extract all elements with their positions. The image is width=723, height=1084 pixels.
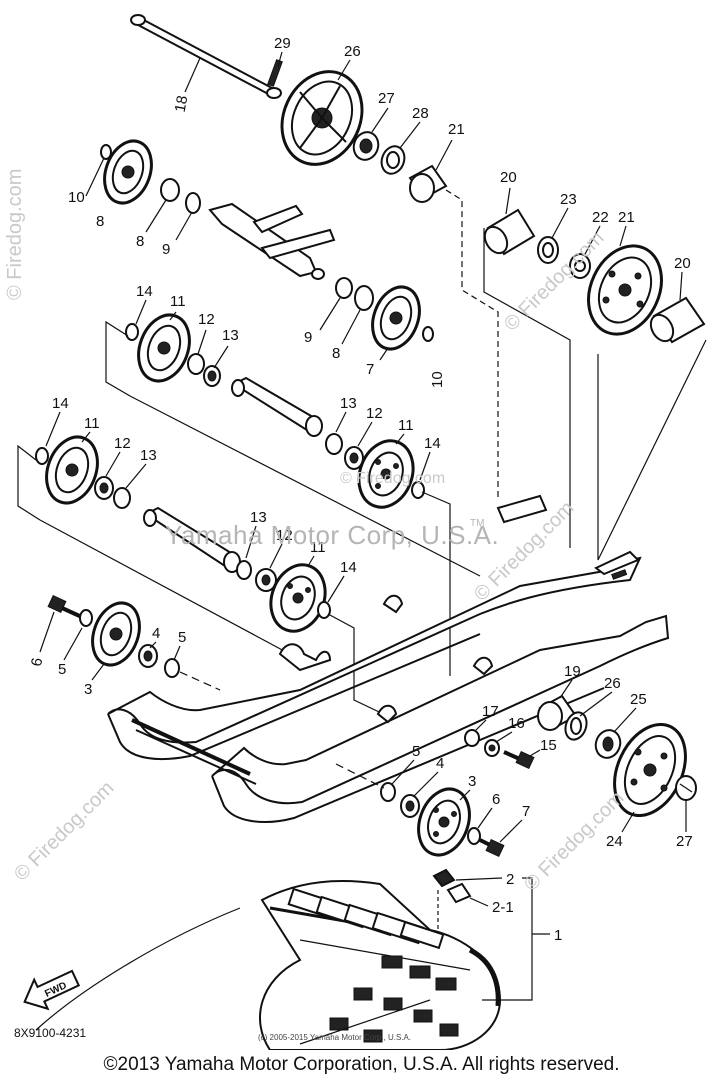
label-6-right: 6 bbox=[492, 791, 500, 808]
label-9-mid: 8 bbox=[332, 345, 340, 362]
label-3-left: 3 bbox=[84, 681, 92, 698]
label-24: 23 bbox=[560, 191, 577, 208]
label-20-top: 21 bbox=[448, 121, 465, 138]
label-12-d: 11 bbox=[310, 539, 326, 556]
copyright-notice: ©2013 Yamaha Motor Corporation, U.S.A. A… bbox=[103, 1054, 620, 1075]
label-27-low: 26 bbox=[604, 675, 621, 692]
watermark-brand-left: © Firedog.com bbox=[4, 168, 26, 300]
label-17: 16 bbox=[508, 715, 525, 732]
parts-diagram: 29 18 26 27 28 21 10 8 8 9 bbox=[17, 14, 707, 1050]
label-12-b: 11 bbox=[398, 417, 414, 434]
label-25-low: 24 bbox=[606, 833, 623, 850]
wheel-3-right bbox=[417, 787, 471, 857]
label-25-top: 26 bbox=[344, 43, 361, 60]
collar-20-top bbox=[408, 164, 448, 203]
shaft-low bbox=[143, 506, 241, 573]
label-27-top: 28 bbox=[412, 105, 429, 122]
label-26-low: 25 bbox=[630, 691, 647, 708]
watermark-trademark: TM bbox=[470, 518, 485, 529]
label-7-right: 7 bbox=[522, 803, 530, 820]
wheel-8-top bbox=[103, 139, 153, 205]
label-8-top: 8 bbox=[96, 213, 104, 230]
label-22: 21 bbox=[618, 209, 635, 226]
label-14-d: 13 bbox=[250, 509, 267, 526]
label-3-right: 3 bbox=[468, 773, 476, 790]
label-14-b: 13 bbox=[340, 395, 357, 412]
label-19: 18 bbox=[172, 94, 192, 113]
label-13-c: 12 bbox=[114, 435, 131, 452]
label-29: 29 bbox=[274, 35, 291, 52]
label-9-top: 8 bbox=[136, 233, 144, 250]
label-14-c: 13 bbox=[140, 447, 157, 464]
slide-rail-frame bbox=[107, 494, 670, 823]
diagram-copyright: (c) 2005-2015 Yamaha Motor Corp., U.S.A. bbox=[258, 1033, 412, 1042]
label-2: 2 bbox=[506, 871, 514, 888]
label-15-c: 14 bbox=[52, 395, 69, 412]
label-26-top: 27 bbox=[378, 90, 395, 107]
label-28: 27 bbox=[676, 833, 693, 850]
label-21-top: 20 bbox=[500, 169, 517, 186]
rear-arm bbox=[208, 202, 336, 280]
cap-28 bbox=[675, 775, 697, 801]
label-15-a: 14 bbox=[136, 283, 153, 300]
part-code: 8X9100-4231 bbox=[14, 1026, 87, 1040]
wheel-8-mid bbox=[371, 285, 421, 351]
label-4-left: 4 bbox=[152, 625, 160, 642]
label-5-right: 5 bbox=[412, 743, 420, 760]
label-15-b: 14 bbox=[424, 435, 441, 452]
label-1: 1 bbox=[554, 927, 562, 944]
label-13-a: 12 bbox=[198, 311, 215, 328]
bolt-16 bbox=[503, 750, 535, 770]
label-8-mid: 7 bbox=[366, 361, 374, 378]
label-23: 22 bbox=[592, 209, 609, 226]
idler-wheel-25-low bbox=[613, 722, 687, 818]
label-7-left: 6 bbox=[28, 656, 46, 667]
shaft-mid bbox=[231, 376, 323, 437]
idler-wheel-22 bbox=[587, 244, 663, 336]
label-10-top: 9 bbox=[162, 241, 170, 258]
bolt-7-right bbox=[479, 838, 505, 858]
wheel-12-a bbox=[137, 313, 191, 383]
label-13-b: 12 bbox=[366, 405, 383, 422]
label-12-a: 11 bbox=[170, 293, 186, 310]
label-12-c: 11 bbox=[84, 415, 100, 432]
label-6-left: 5 bbox=[58, 661, 66, 678]
label-10-mid: 9 bbox=[304, 329, 312, 346]
label-13-d: 12 bbox=[276, 527, 293, 544]
label-18: 17 bbox=[482, 703, 499, 720]
label-16: 15 bbox=[540, 737, 557, 754]
shaft-21-top bbox=[483, 208, 536, 256]
label-4-right: 4 bbox=[436, 755, 444, 772]
label-11-mid: 10 bbox=[429, 371, 446, 388]
rear-axle-19 bbox=[130, 14, 283, 99]
label-2-1: 2-1 bbox=[492, 899, 514, 916]
idler-wheel-25-top bbox=[280, 70, 364, 166]
label-15-d: 14 bbox=[340, 559, 357, 576]
drive-track-1 bbox=[259, 880, 502, 1050]
label-5-left: 5 bbox=[178, 629, 186, 646]
shaft-21-right bbox=[649, 296, 706, 344]
fwd-arrow-icon: FWD bbox=[23, 969, 81, 1011]
watermark-manufacturer: Yamaha Motor Corp, U.S.A. bbox=[165, 520, 500, 550]
label-21-right: 20 bbox=[674, 255, 691, 272]
label-14-a: 13 bbox=[222, 327, 239, 344]
wheel-12-c bbox=[45, 435, 99, 505]
wheel-12-d bbox=[269, 563, 327, 633]
wheel-3-left bbox=[91, 601, 141, 667]
label-20-low: 19 bbox=[564, 663, 581, 680]
watermark-brand-center: © Firedog.com bbox=[340, 470, 446, 487]
wheel-12-b bbox=[357, 439, 415, 509]
label-11-top: 10 bbox=[68, 189, 85, 206]
